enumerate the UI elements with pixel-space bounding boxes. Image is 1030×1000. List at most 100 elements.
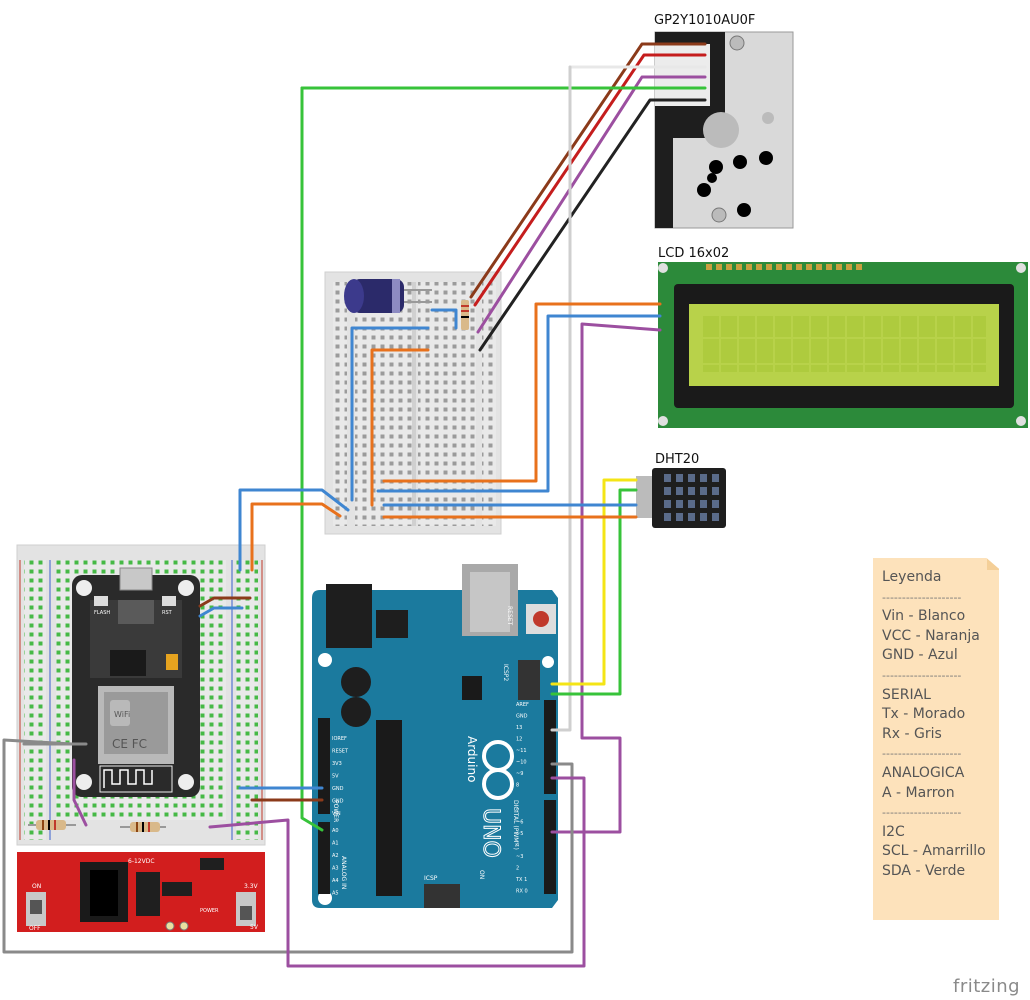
esp8266-board: FLASH RST WiFi CE FC bbox=[72, 567, 200, 797]
analog-pin-label: A2 bbox=[332, 853, 339, 859]
wire-esp-purple bbox=[72, 758, 88, 827]
icsp2-label: ICSP2 bbox=[502, 664, 509, 681]
power-pin-label: 5V bbox=[332, 774, 339, 780]
wire-lcd-gnd bbox=[376, 314, 662, 493]
on-label: ON bbox=[32, 883, 41, 890]
lcd-pin bbox=[856, 264, 862, 270]
legend-entry: Vin - Blanco bbox=[882, 608, 966, 625]
digital-pin-label: ~11 bbox=[516, 748, 527, 754]
dht-vent-slot bbox=[712, 487, 719, 495]
legend-separator: -------------------- bbox=[882, 668, 962, 682]
lcd-pin bbox=[706, 264, 712, 270]
legend-note: Leyenda -------------------- Vin - Blanco… bbox=[873, 558, 999, 920]
legend-entry: GND - Azul bbox=[882, 647, 958, 664]
dht-label: DHT20 bbox=[655, 452, 699, 467]
dht-vent-grid bbox=[664, 474, 719, 521]
legend-entry: Rx - Gris bbox=[882, 725, 942, 742]
lcd-header-pins bbox=[706, 264, 862, 270]
power-pin-label: 3V3 bbox=[332, 761, 342, 767]
wire-lcd-vcc bbox=[382, 302, 662, 483]
lcd-pin bbox=[806, 264, 812, 270]
dht-vent-slot bbox=[676, 474, 683, 482]
sensor-resistor bbox=[461, 300, 469, 330]
dht-vent-slot bbox=[688, 500, 695, 508]
rst-label: RST bbox=[162, 610, 173, 616]
wire-sensor-red bbox=[473, 53, 707, 307]
lcd-pin bbox=[766, 264, 772, 270]
off-label: OFF bbox=[29, 925, 41, 932]
digital-pin-label: 4 bbox=[516, 843, 519, 849]
legend-title: Leyenda bbox=[882, 569, 942, 585]
wires bbox=[2, 42, 707, 968]
analog-pin-label: A5 bbox=[332, 891, 339, 897]
dht-vent-slot bbox=[700, 487, 707, 495]
icsp-label: ICSP bbox=[424, 875, 438, 882]
divider-resistor-right bbox=[120, 822, 166, 832]
input-voltage-label: 6-12VDC bbox=[128, 858, 155, 865]
legend-entry: SCL - Amarrillo bbox=[882, 843, 986, 860]
dht-vent-slot bbox=[688, 474, 695, 482]
lcd-pin bbox=[746, 264, 752, 270]
digital-pin-label: ~5 bbox=[516, 831, 523, 837]
lcd-pin bbox=[716, 264, 722, 270]
digital-pin-label: ~6 bbox=[516, 820, 523, 826]
wifi-label: WiFi bbox=[114, 710, 130, 719]
analog-header-label: ANALOG IN bbox=[340, 856, 347, 889]
lcd-pin bbox=[846, 264, 852, 270]
digital-pin-label: 2 bbox=[516, 866, 519, 872]
analog-pin-label: A1 bbox=[332, 841, 339, 847]
dht-vent-slot bbox=[664, 513, 671, 521]
dust-sensor bbox=[654, 31, 794, 229]
power-pin-label: GND bbox=[332, 799, 344, 805]
reset-label: RESET bbox=[506, 606, 513, 626]
lcd-pin bbox=[826, 264, 832, 270]
dust-sensor-label: GP2Y1010AU0F bbox=[654, 13, 755, 28]
ce-fc-mark: CE FC bbox=[112, 737, 147, 751]
dht-vent-slot bbox=[700, 474, 707, 482]
lcd-pin bbox=[736, 264, 742, 270]
dht-vent-slot bbox=[712, 474, 719, 482]
lcd-display bbox=[658, 262, 1028, 428]
power-module: 6-12VDC ON OFF 3.3V 5V POWER bbox=[17, 852, 265, 932]
digital-pin-label: RX 0 bbox=[516, 889, 528, 895]
dht20-sensor bbox=[636, 468, 726, 528]
legend-entry: ANALOGICA bbox=[882, 764, 965, 781]
wire-dht-scl bbox=[550, 478, 638, 686]
wire-sensor-purple bbox=[476, 75, 707, 334]
analog-pin-label: A0 bbox=[332, 828, 339, 834]
power-led-label: POWER bbox=[200, 908, 219, 914]
lcd-label: LCD 16x02 bbox=[658, 246, 729, 261]
wire-sensor-black bbox=[478, 98, 707, 352]
uno-label: UNO bbox=[478, 808, 503, 858]
lcd-pin bbox=[786, 264, 792, 270]
dht-vent-slot bbox=[700, 500, 707, 508]
dht-vent-slot bbox=[676, 500, 683, 508]
lcd-pin bbox=[756, 264, 762, 270]
wire-bb-blue bbox=[350, 326, 430, 502]
dht-vent-slot bbox=[688, 487, 695, 495]
legend-entry: SDA - Verde bbox=[882, 862, 966, 879]
dht-vent-slot bbox=[688, 513, 695, 521]
dht-vent-slot bbox=[676, 513, 683, 521]
dht-vent-slot bbox=[712, 513, 719, 521]
wire-cap-blue bbox=[430, 308, 458, 330]
legend-separator: -------------------- bbox=[882, 806, 962, 820]
capacitor bbox=[344, 279, 432, 313]
wire-esp-brown bbox=[198, 596, 252, 608]
flash-label: FLASH bbox=[94, 610, 110, 616]
divider-resistor-left bbox=[28, 820, 76, 830]
dht-vent-slot bbox=[664, 487, 671, 495]
power-pin-label: RESET bbox=[332, 749, 349, 755]
legend-separator: -------------------- bbox=[882, 747, 962, 761]
dht-vent-slot bbox=[676, 487, 683, 495]
digital-pin-label: ~10 bbox=[516, 760, 527, 766]
wire-dht-sda bbox=[550, 488, 638, 696]
legend-body: Leyenda -------------------- Vin - Blanco… bbox=[882, 568, 993, 882]
switch-5v-label: 5V bbox=[250, 924, 259, 931]
wire-vin-white bbox=[550, 65, 572, 732]
wire-bb-orange bbox=[370, 348, 430, 507]
dht-vent-slot bbox=[664, 500, 671, 508]
digital-pin-label: GND bbox=[516, 714, 528, 720]
